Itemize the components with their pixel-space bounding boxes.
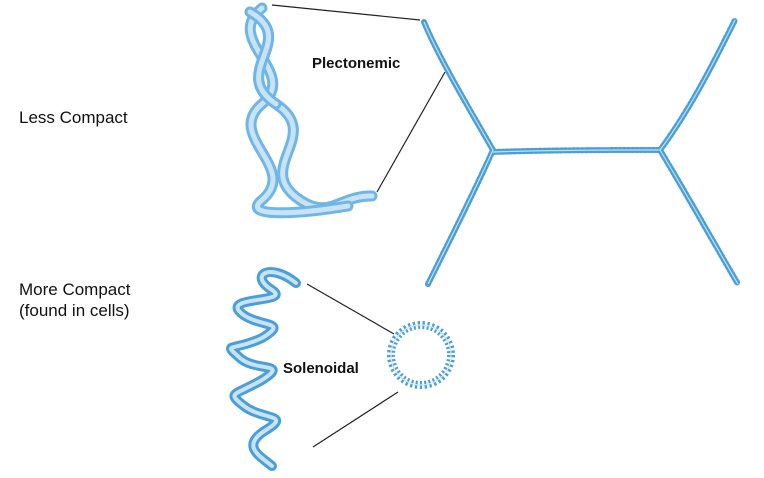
solenoid-ring xyxy=(387,321,455,389)
solenoidal-pointer-top xyxy=(306,283,395,335)
plectonemic-label: Plectonemic xyxy=(312,55,400,72)
less-compact-label: Less Compact xyxy=(19,108,128,127)
branched-plectoneme xyxy=(421,17,741,287)
plectonemic-helix-detail xyxy=(244,2,378,219)
plectoneme-arm-top-left xyxy=(421,19,496,153)
solenoidal-pointer-bottom xyxy=(312,391,399,448)
plectonemic-pointer-bottom xyxy=(376,71,446,193)
plectonemic-pointer-top xyxy=(271,4,421,21)
solenoidal-coil-detail xyxy=(226,267,301,471)
solenoidal-label: Solenoidal xyxy=(283,360,359,377)
plectoneme-arm-top-right xyxy=(657,17,738,153)
more-compact-label: More Compact (found in cells) xyxy=(19,280,131,320)
